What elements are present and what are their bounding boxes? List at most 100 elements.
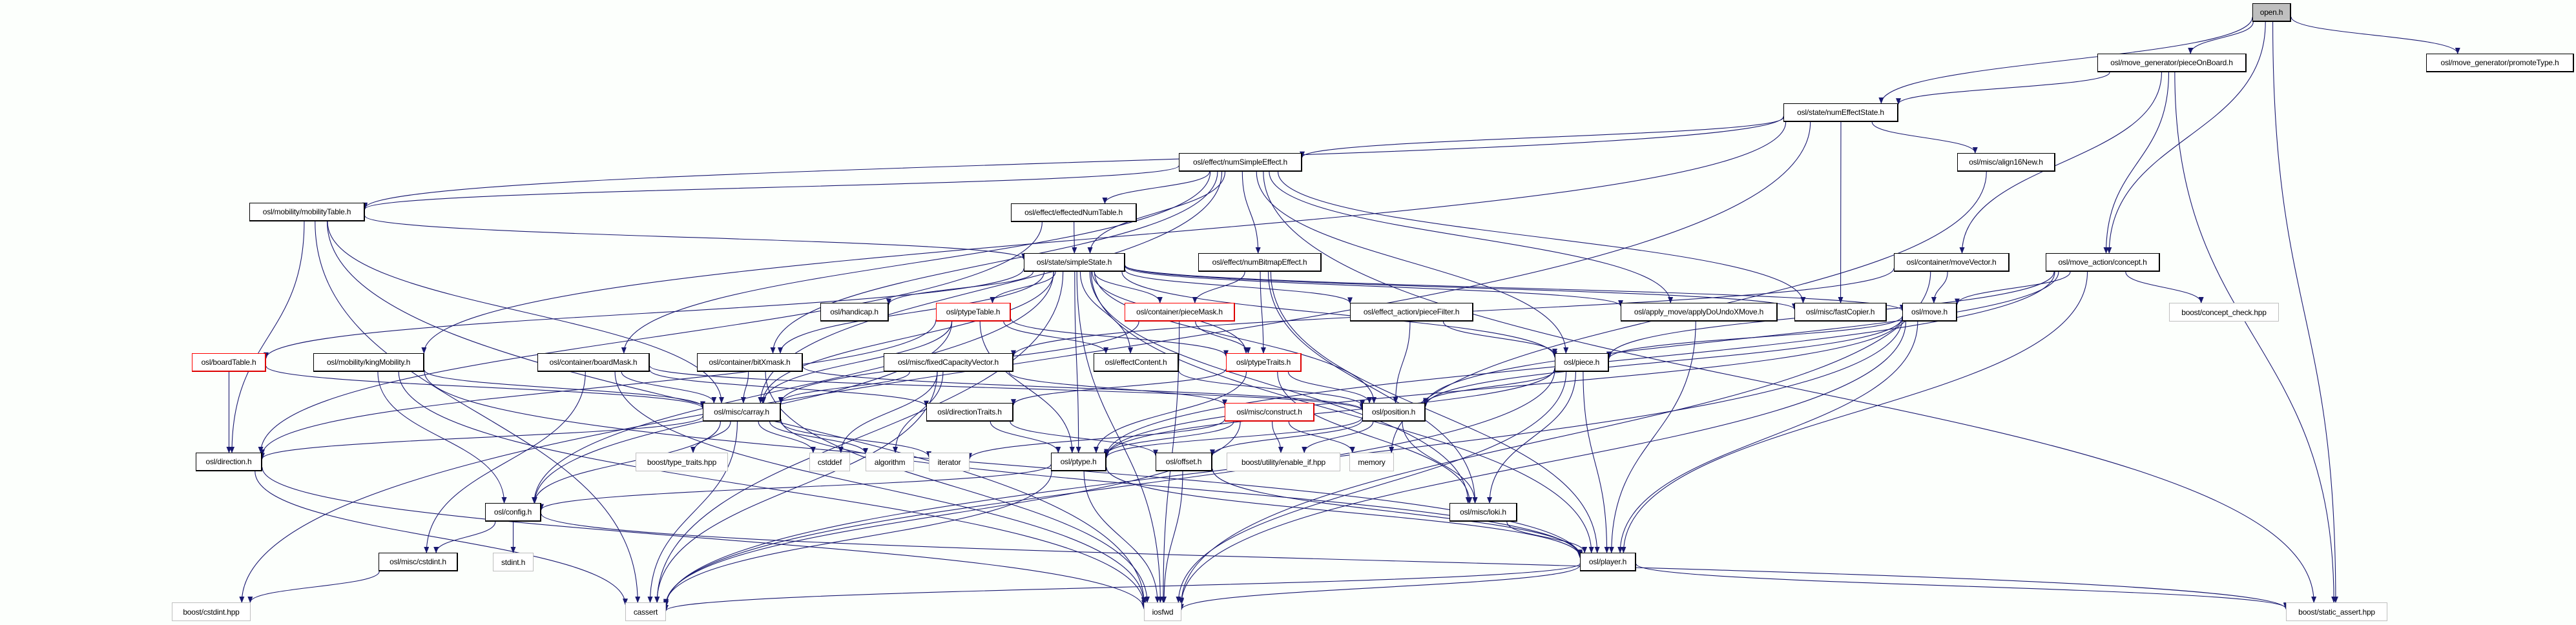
edge-numSimpleEffect-to-piece — [1256, 171, 1569, 354]
node-move-vector[interactable]: osl/container/moveVector.h — [1894, 253, 2010, 272]
node-board-mask[interactable]: osl/container/boardMask.h — [537, 353, 650, 372]
edge-numEffectState-to-numSimpleEffect — [1300, 117, 1784, 158]
node-direction[interactable]: osl/direction.h — [196, 453, 262, 471]
edge-simpleState-to-applyDoUndoXMove — [1125, 266, 1623, 307]
node-iterator: iterator — [929, 453, 970, 471]
node-open[interactable]: open.h — [2252, 3, 2291, 22]
edge-position-to-loki — [1402, 421, 1478, 504]
node-effected-num-table[interactable]: osl/effect/effectedNumTable.h — [1011, 203, 1137, 222]
node-player[interactable]: osl/player.h — [1580, 553, 1636, 571]
edge-player-to-cassert — [663, 563, 1581, 611]
node-cassert: cassert — [625, 602, 666, 621]
edge-fixedCapacityVector-to-carray — [778, 371, 910, 404]
edge-piece-to-position — [1423, 369, 1555, 405]
node-piece-mask[interactable]: osl/container/pieceMask.h — [1125, 303, 1235, 322]
edge-position-to-offset — [1210, 419, 1363, 456]
edge-ptypeTable-to-ptype — [979, 321, 1075, 453]
edge-carray-to-cassert — [647, 421, 738, 603]
edge-concept-to-player — [1621, 271, 2088, 553]
edge-cstdint-to-boostCstdint — [247, 571, 380, 603]
node-num-bitmap-effect[interactable]: osl/effect/numBitmapEffect.h — [1198, 253, 1322, 272]
edge-open-to-promoteType — [2290, 16, 2460, 54]
node-promote-type[interactable]: osl/move_generator/promoteType.h — [2426, 54, 2574, 72]
node-ptype-traits[interactable]: osl/ptypeTraits.h — [1226, 353, 1302, 372]
node-stdint: stdint.h — [493, 553, 534, 571]
node-config[interactable]: osl/config.h — [485, 503, 541, 522]
edge-directionTraits-to-ptype — [990, 421, 1061, 453]
edge-ptypeTable-to-direction — [260, 320, 937, 456]
node-concept[interactable]: osl/move_action/concept.h — [2046, 253, 2160, 272]
edge-boardMask-to-iosfwd — [614, 371, 1147, 604]
node-piece-filter[interactable]: osl/effect_action/pieceFilter.h — [1350, 303, 1473, 322]
node-carray[interactable]: osl/misc/carray.h — [703, 403, 781, 422]
node-fast-copier[interactable]: osl/misc/fastCopier.h — [1794, 303, 1887, 322]
node-iosfwd: iosfwd — [1144, 602, 1181, 621]
node-direction-traits[interactable]: osl/directionTraits.h — [926, 403, 1013, 422]
node-enable-if: boost/utility/enable_if.hpp — [1227, 453, 1340, 471]
edge-applyDoUndoXMove-to-player — [1608, 321, 1696, 553]
edge-simpleState-to-position — [1094, 271, 1377, 404]
node-piece-on-board[interactable]: osl/move_generator/pieceOnBoard.h — [2097, 54, 2247, 72]
node-memory: memory — [1349, 453, 1394, 471]
node-num-effect-state[interactable]: osl/state/numEffectState.h — [1783, 103, 1898, 122]
node-num-simple-effect[interactable]: osl/effect/numSimpleEffect.h — [1179, 153, 1302, 172]
node-bit-xmask[interactable]: osl/container/bitXmask.h — [697, 353, 803, 372]
node-piece[interactable]: osl/piece.h — [1555, 353, 1609, 372]
node-apply-do-undo-x-move[interactable]: osl/apply_move/applyDoUndoXMove.h — [1621, 303, 1778, 322]
edge-config-to-staticAssert — [541, 513, 2289, 610]
node-offset[interactable]: osl/offset.h — [1156, 453, 1212, 471]
edge-pieceOnBoard-to-numEffectState — [1896, 72, 2110, 105]
edge-ptype-to-iosfwd — [1083, 471, 1160, 603]
edge-numSimpleEffect-to-numBitmapEffect — [1241, 171, 1261, 254]
edge-ptypeTraits-to-loki — [1277, 371, 1473, 504]
edge-numBitmapEffect-to-pieceMask — [1192, 271, 1245, 303]
edge-simpleState-to-boardTable — [264, 268, 1024, 359]
node-construct[interactable]: osl/misc/construct.h — [1225, 403, 1314, 422]
edge-boardMask-to-directionTraits — [649, 369, 929, 407]
node-align16-new[interactable]: osl/misc/align16New.h — [1957, 153, 2055, 172]
node-effect-content[interactable]: osl/effectContent.h — [1094, 353, 1179, 372]
edge-ptypeTraits-to-ptype — [1094, 371, 1247, 453]
node-static-assert: boost/static_assert.hpp — [2286, 602, 2387, 621]
edge-fixedCapacityVector-to-construct — [1008, 371, 1227, 406]
edge-mobilityTable-to-cassert — [315, 221, 641, 603]
edge-numSimpleEffect-to-simpleState — [1087, 171, 1226, 254]
node-ptype[interactable]: osl/ptype.h — [1051, 453, 1106, 471]
node-concept-check: boost/concept_check.hpp — [2169, 303, 2279, 322]
node-mobility-table[interactable]: osl/mobility/mobilityTable.h — [249, 203, 365, 221]
node-position[interactable]: osl/position.h — [1362, 403, 1426, 422]
edge-player-to-iosfwd — [1179, 565, 1581, 611]
edge-mobilityTable-to-simpleState — [364, 215, 1026, 260]
edge-numBitmapEffect-to-loki — [1267, 271, 1478, 504]
edge-concept-to-move — [1955, 271, 2071, 305]
node-loki[interactable]: osl/misc/loki.h — [1449, 503, 1517, 522]
node-board-table[interactable]: osl/boardTable.h — [192, 353, 266, 372]
edge-numEffectState-to-align16New — [1871, 121, 1978, 154]
edge-construct-to-memory — [1288, 421, 1355, 453]
node-fixed-capacity-vector[interactable]: osl/misc/fixedCapacityVector.h — [884, 353, 1013, 372]
edge-numEffectState-to-kingMobility — [421, 121, 1787, 354]
node-ptype-table[interactable]: osl/ptypeTable.h — [936, 303, 1011, 322]
node-simple-state[interactable]: osl/state/simpleState.h — [1024, 253, 1125, 272]
edge-ptype-to-cassert — [663, 471, 1052, 606]
edge-concept-to-conceptCheck — [2125, 271, 2204, 303]
edge-open-to-concept — [2106, 21, 2266, 254]
edge-open-to-pieceOnBoard — [2188, 21, 2254, 54]
node-cstdint[interactable]: osl/misc/cstdint.h — [379, 553, 458, 571]
edge-ptype-to-config — [539, 464, 1052, 511]
node-move[interactable]: osl/move.h — [1902, 303, 1957, 322]
edge-piece-to-iosfwd — [1176, 371, 1567, 603]
node-handicap[interactable]: osl/handicap.h — [820, 303, 889, 322]
edge-simpleState-to-pieceFilter — [1125, 269, 1353, 304]
edge-construct-to-enableIf — [1272, 421, 1283, 453]
edge-effectedNumTable-to-direction — [258, 221, 1043, 453]
edge-simpleState-to-effectContent — [1079, 271, 1134, 354]
edge-simpleState-to-move — [1125, 265, 1905, 312]
edge-ptypeTable-to-carray — [761, 321, 953, 404]
edge-boardMask-to-cstdint — [424, 371, 586, 553]
edge-simpleState-to-pieceMask — [1094, 271, 1163, 303]
edge-ptypeTraits-to-position — [1287, 371, 1373, 404]
edge-loki-to-player — [1506, 521, 1588, 553]
node-king-mobility[interactable]: osl/mobility/kingMobility.h — [313, 353, 424, 372]
edge-piece-to-ptype — [1104, 367, 1555, 457]
